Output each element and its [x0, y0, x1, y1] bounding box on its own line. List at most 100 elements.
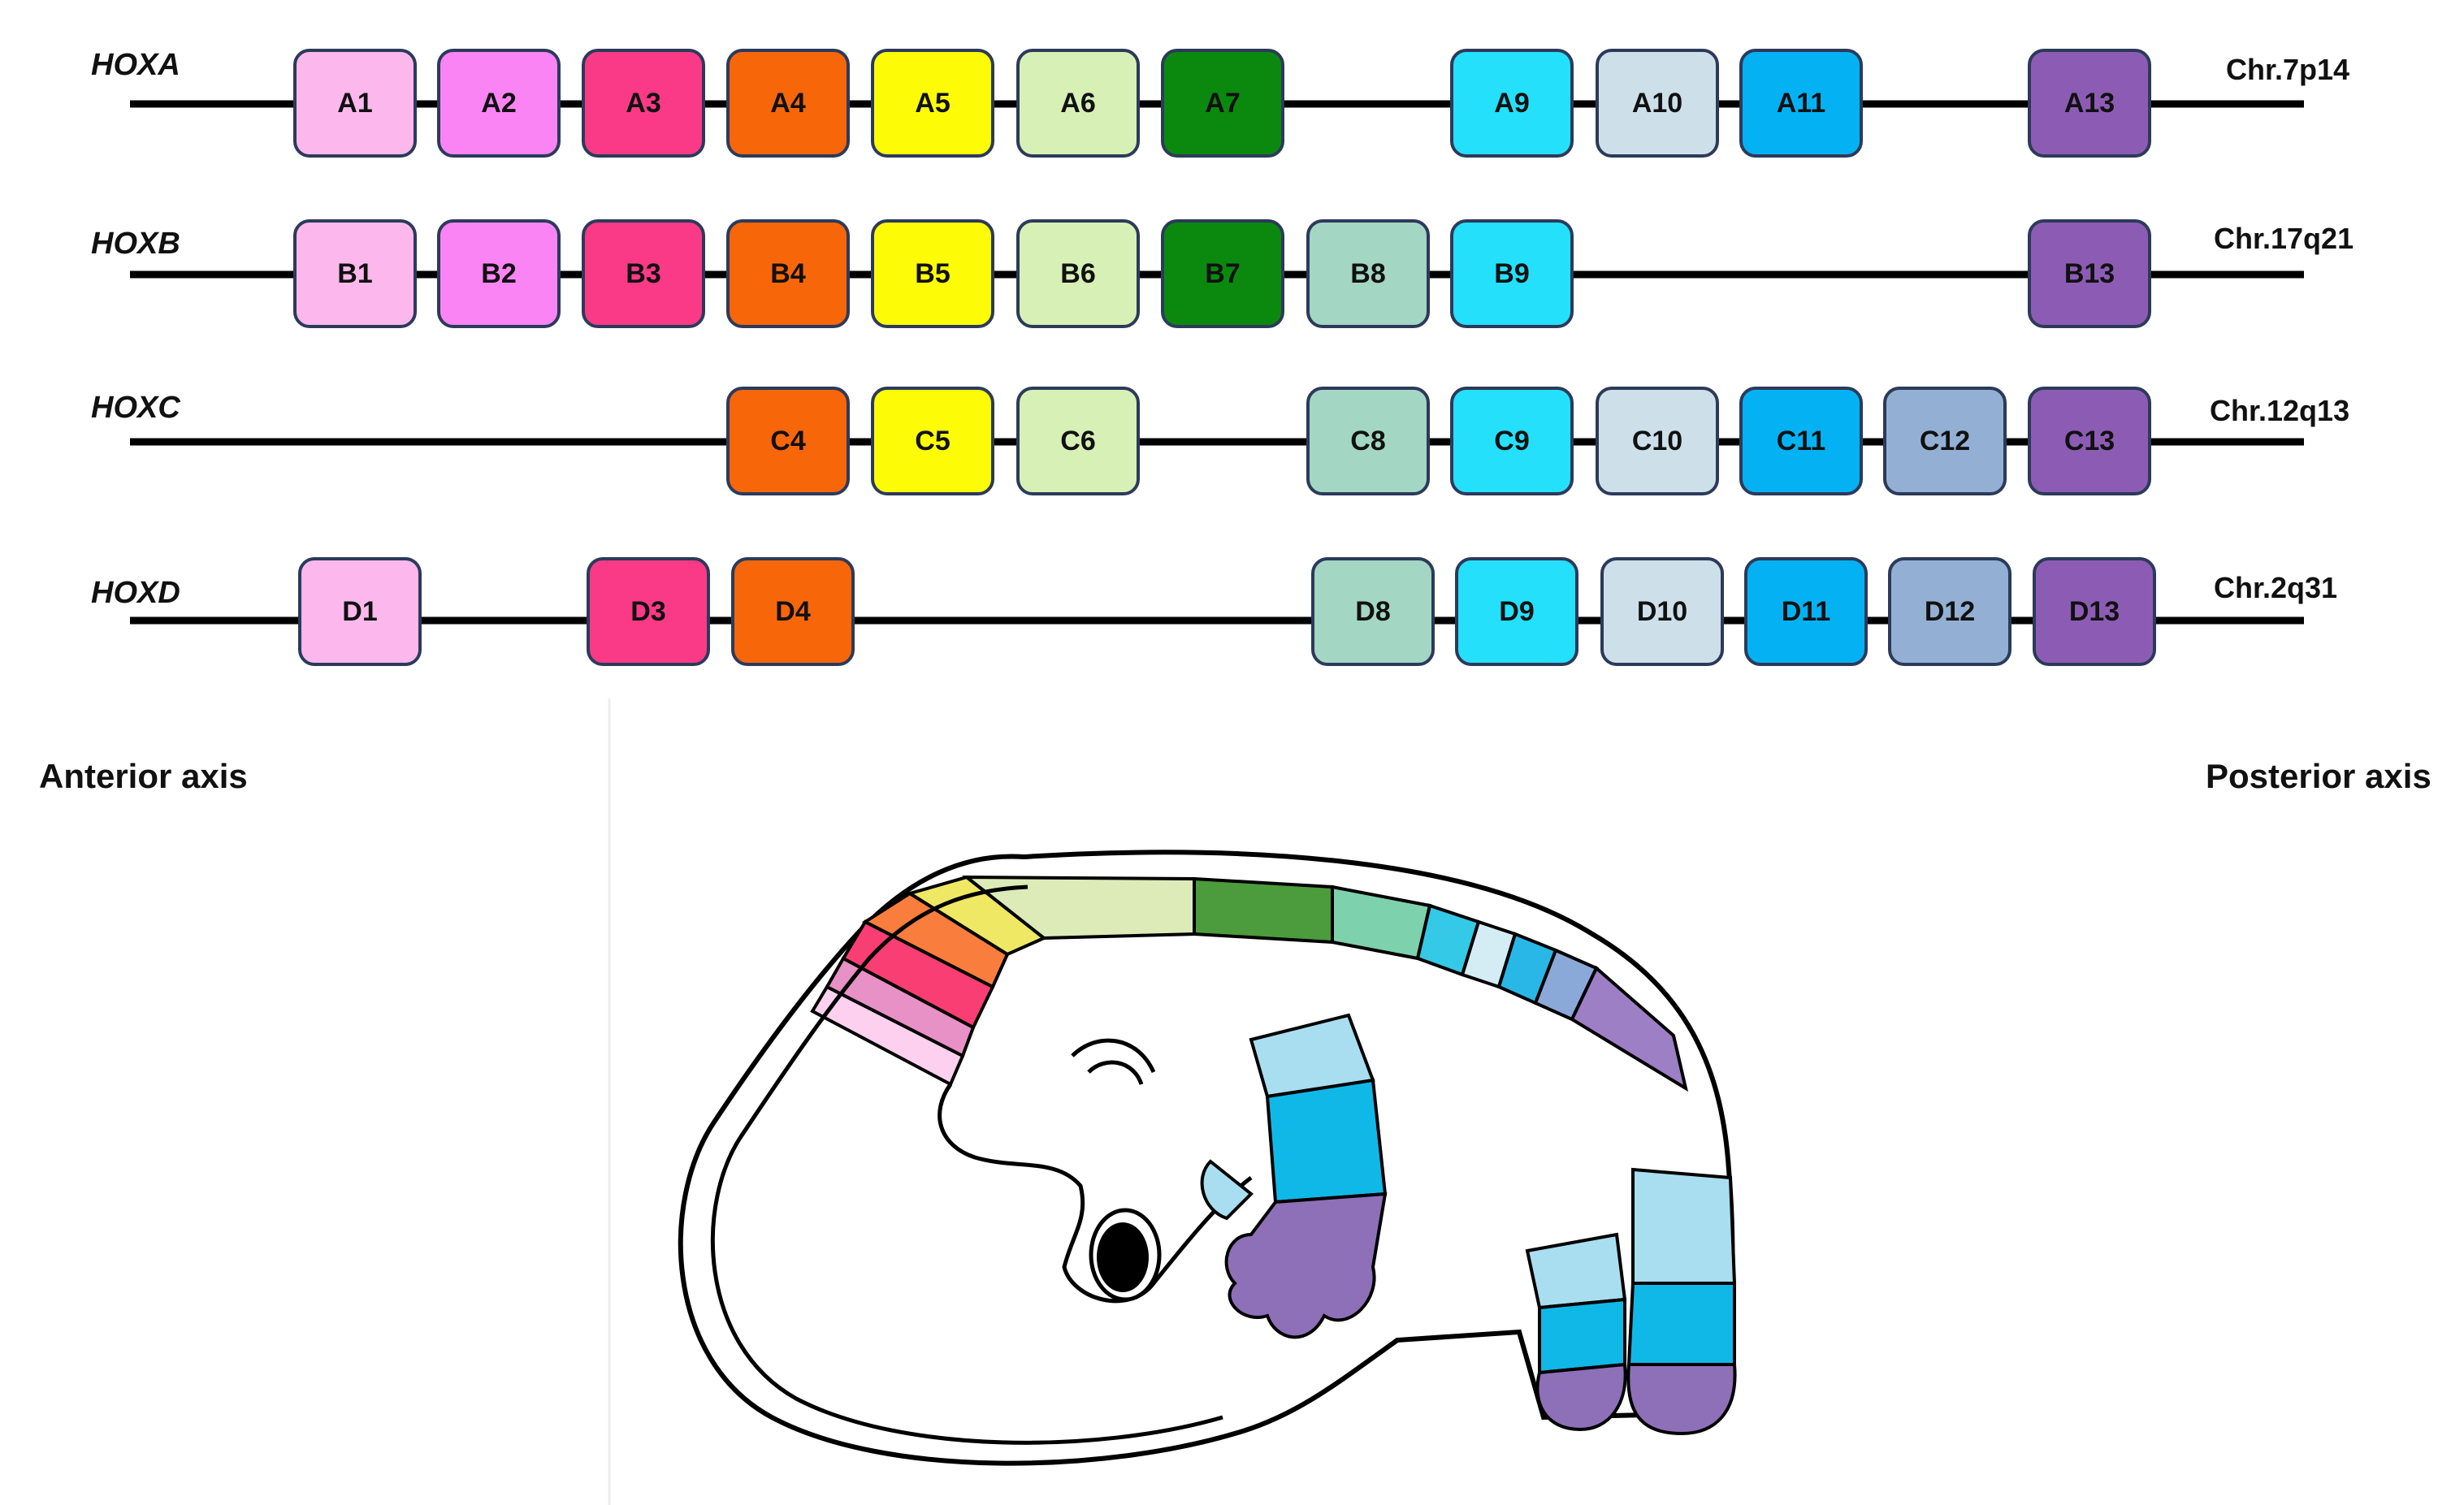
segment-13 — [1570, 965, 1689, 1092]
gene-box-b8: B8 — [1306, 219, 1430, 328]
cluster-name-hoxa: HOXA — [91, 48, 180, 82]
gene-label-a10: A10 — [1632, 88, 1682, 119]
eye-pupil — [1097, 1222, 1149, 1292]
gene-label-b9: B9 — [1494, 258, 1529, 289]
gene-box-d1-rect — [298, 557, 422, 666]
gene-box-b13: B13 — [2028, 219, 2151, 328]
chromosome-label-hoxd: Chr.2q31 — [2214, 571, 2337, 604]
hindlimb-left — [1525, 1232, 1627, 1432]
gene-label-d10: D10 — [1637, 596, 1687, 627]
gene-box-c9-rect — [1450, 387, 1574, 495]
gene-box-d3: D3 — [587, 557, 710, 666]
gene-box-c5-rect — [871, 387, 994, 495]
gene-label-c10: C10 — [1632, 426, 1682, 456]
forelimb-digit-edge — [1200, 1159, 1254, 1221]
gene-label-b2: B2 — [481, 258, 516, 289]
gene-box-d12-rect — [1888, 557, 2011, 666]
gene-box-c6-rect — [1016, 387, 1140, 495]
gene-label-c11: C11 — [1777, 426, 1826, 456]
gene-label-a4: A4 — [770, 88, 806, 119]
gene-box-b9: B9 — [1450, 219, 1574, 328]
gene-box-c11: C11 — [1739, 387, 1863, 495]
gene-box-c8: C8 — [1306, 387, 1430, 495]
gene-box-a3-rect — [582, 49, 705, 158]
gene-box-b5-rect — [871, 219, 994, 328]
gene-box-a7-rect — [1161, 49, 1284, 158]
gene-box-d11-rect — [1744, 557, 1868, 666]
gene-box-a13-rect — [2028, 49, 2151, 158]
gene-label-b4: B4 — [770, 258, 806, 289]
gene-label-a13: A13 — [2064, 88, 2115, 119]
gene-label-a1: A1 — [337, 88, 372, 119]
forelimb-hand — [1224, 1191, 1388, 1339]
gene-box-a4: A4 — [726, 49, 850, 158]
gene-box-d3-rect — [587, 557, 710, 666]
gene-label-b5: B5 — [915, 258, 950, 289]
gene-box-d11: D11 — [1744, 557, 1868, 666]
hindlimb-left-foot — [1535, 1362, 1627, 1432]
gene-box-a2-rect — [437, 49, 561, 158]
forelimb — [1200, 1013, 1388, 1339]
gene-box-b4-rect — [726, 219, 850, 328]
gene-box-d8-rect — [1311, 557, 1435, 666]
gene-label-b7: B7 — [1205, 258, 1240, 289]
cluster-name-hoxc: HOXC — [91, 391, 180, 425]
gene-box-a1: A1 — [293, 49, 417, 158]
gene-label-b6: B6 — [1060, 258, 1095, 289]
gene-label-d3: D3 — [630, 596, 665, 627]
gene-box-d9: D9 — [1455, 557, 1578, 666]
gene-box-b3: B3 — [582, 219, 705, 328]
gene-box-d10-rect — [1600, 557, 1724, 666]
gene-box-c4: C4 — [726, 387, 850, 495]
gene-box-a9: A9 — [1450, 49, 1574, 158]
gene-label-d12: D12 — [1925, 596, 1975, 627]
gene-box-d13-rect — [2033, 557, 2156, 666]
anterior-axis-label: Anterior axis — [39, 757, 248, 795]
gene-box-a5: A5 — [871, 49, 994, 158]
hindlimb-right-lower — [1626, 1282, 1736, 1366]
gene-box-c10-rect — [1596, 387, 1719, 495]
gene-box-a13: A13 — [2028, 49, 2151, 158]
gene-label-a9: A9 — [1494, 88, 1529, 119]
hindlimb-right-upper — [1631, 1167, 1737, 1285]
gene-label-a7: A7 — [1205, 88, 1240, 119]
gene-box-b3-rect — [582, 219, 705, 328]
gene-label-b1: B1 — [337, 258, 372, 289]
hindlimb-left-lower — [1538, 1297, 1626, 1375]
gene-box-a9-rect — [1450, 49, 1574, 158]
gene-box-b2-rect — [437, 219, 561, 328]
gene-box-c8-rect — [1306, 387, 1430, 495]
gene-label-a11: A11 — [1777, 88, 1826, 119]
gene-label-c4: C4 — [770, 426, 806, 456]
gene-label-d8: D8 — [1355, 596, 1390, 627]
gene-box-c10: C10 — [1596, 387, 1719, 495]
chromosome-label-hoxc: Chr.12q13 — [2210, 394, 2349, 427]
chromosome-label-hoxa: Chr.7p14 — [2226, 53, 2349, 86]
gene-box-a6-rect — [1016, 49, 1140, 158]
cluster-name-hoxd: HOXD — [91, 576, 180, 610]
gene-box-a7: A7 — [1161, 49, 1284, 158]
gene-box-a10-rect — [1596, 49, 1719, 158]
gene-label-b3: B3 — [626, 258, 660, 289]
gene-box-b5: B5 — [871, 219, 994, 328]
gene-box-b1: B1 — [293, 219, 417, 328]
otic-curve-2 — [1087, 1060, 1144, 1085]
gene-box-a3: A3 — [582, 49, 705, 158]
gene-box-b2: B2 — [437, 219, 561, 328]
gene-label-d1: D1 — [342, 596, 377, 627]
gene-box-b7: B7 — [1161, 219, 1284, 328]
gene-box-b6: B6 — [1016, 219, 1140, 328]
gene-box-b1-rect — [293, 219, 417, 328]
gene-box-a5-rect — [871, 49, 994, 158]
gene-label-d4: D4 — [775, 596, 811, 627]
gene-label-d11: D11 — [1782, 596, 1831, 627]
gene-box-d1: D1 — [298, 557, 422, 666]
gene-box-b7-rect — [1161, 219, 1284, 328]
gene-box-c12: C12 — [1883, 387, 2007, 495]
gene-box-b9-rect — [1450, 219, 1574, 328]
gene-box-d10: D10 — [1600, 557, 1724, 666]
